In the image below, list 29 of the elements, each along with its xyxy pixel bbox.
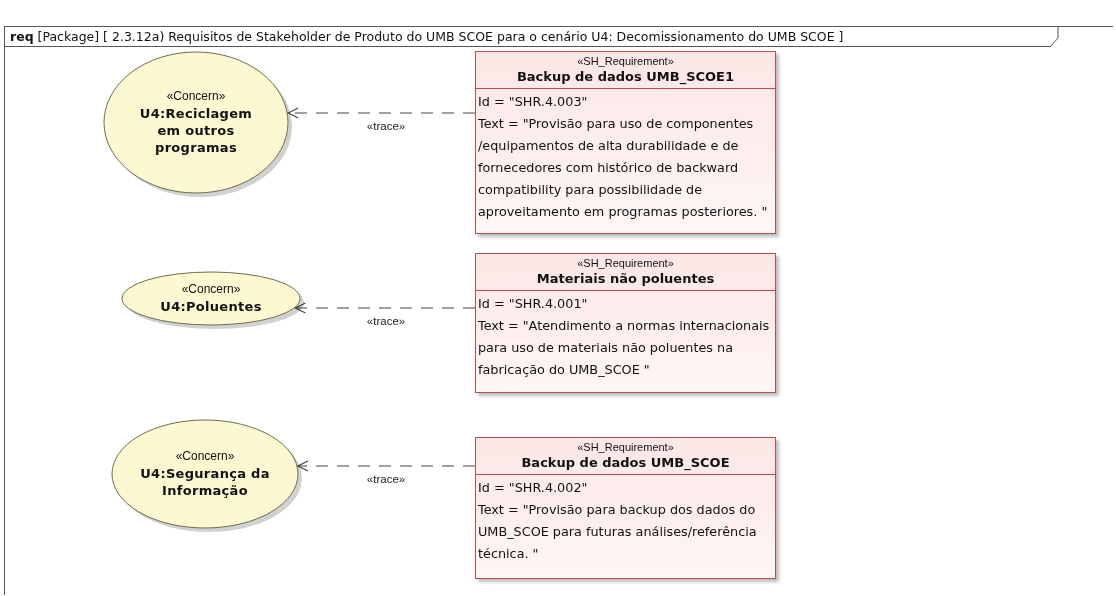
attribute-text: Text = "Provisão para backup dos dados do UMB_SCOE para futuras análises/referência técnica. " [478, 501, 758, 563]
trace-arrow [287, 107, 476, 119]
diagram-frame [4, 26, 1113, 595]
concern-name: U4:Segurança da Informação [140, 465, 270, 499]
edge-label: «trace» [365, 120, 407, 132]
requirement-box [475, 51, 776, 234]
trace-arrow [297, 460, 476, 472]
requirement-box [475, 437, 776, 579]
stereotype-label: «SH_Requirement» [577, 257, 674, 269]
requirement-box [475, 253, 776, 393]
concern-name: U4:Reciclagem em outros programas [138, 105, 254, 156]
requirement-name: Backup de dados UMB_SCOE [521, 455, 730, 470]
stereotype-label: «Concern» [166, 89, 226, 103]
stereotype-label: «SH_Requirement» [577, 441, 674, 453]
attribute-text: Text = "Provisão para uso de componentes /equipamentos de alta durabilidade e de fornecedores com histórico de backward compatibility para possibilidade de aproveitamento em programas posteriores. " [478, 115, 769, 221]
stereotype-label: «Concern» [181, 282, 241, 296]
concern-name: U4:Poluentes [160, 298, 262, 315]
attribute-text: Id = "SHR.4.002" [478, 479, 589, 497]
stereotype-label: «SH_Requirement» [577, 55, 674, 67]
attribute-text: Id = "SHR.4.001" [478, 295, 589, 313]
stereotype-label: «Concern» [175, 449, 235, 463]
frame-title: req [Package] [ 2.3.12a) Requisitos de Stakeholder de Produto do UMB SCOE para o cenário U4: Decomissionamento do UMB SCOE ] [10, 29, 844, 44]
attribute-text: Id = "SHR.4.003" [478, 93, 589, 111]
edge-label: «trace» [365, 315, 407, 327]
requirement-name: Materiais não poluentes [536, 271, 715, 286]
attribute-text: Text = "Atendimento a normas internacionais para uso de materiais não poluentes na fabricação do UMB_SCOE " [478, 317, 771, 379]
requirement-name: Backup de dados UMB_SCOE1 [516, 69, 735, 84]
edge-label: «trace» [365, 473, 407, 485]
trace-arrow [294, 302, 476, 314]
